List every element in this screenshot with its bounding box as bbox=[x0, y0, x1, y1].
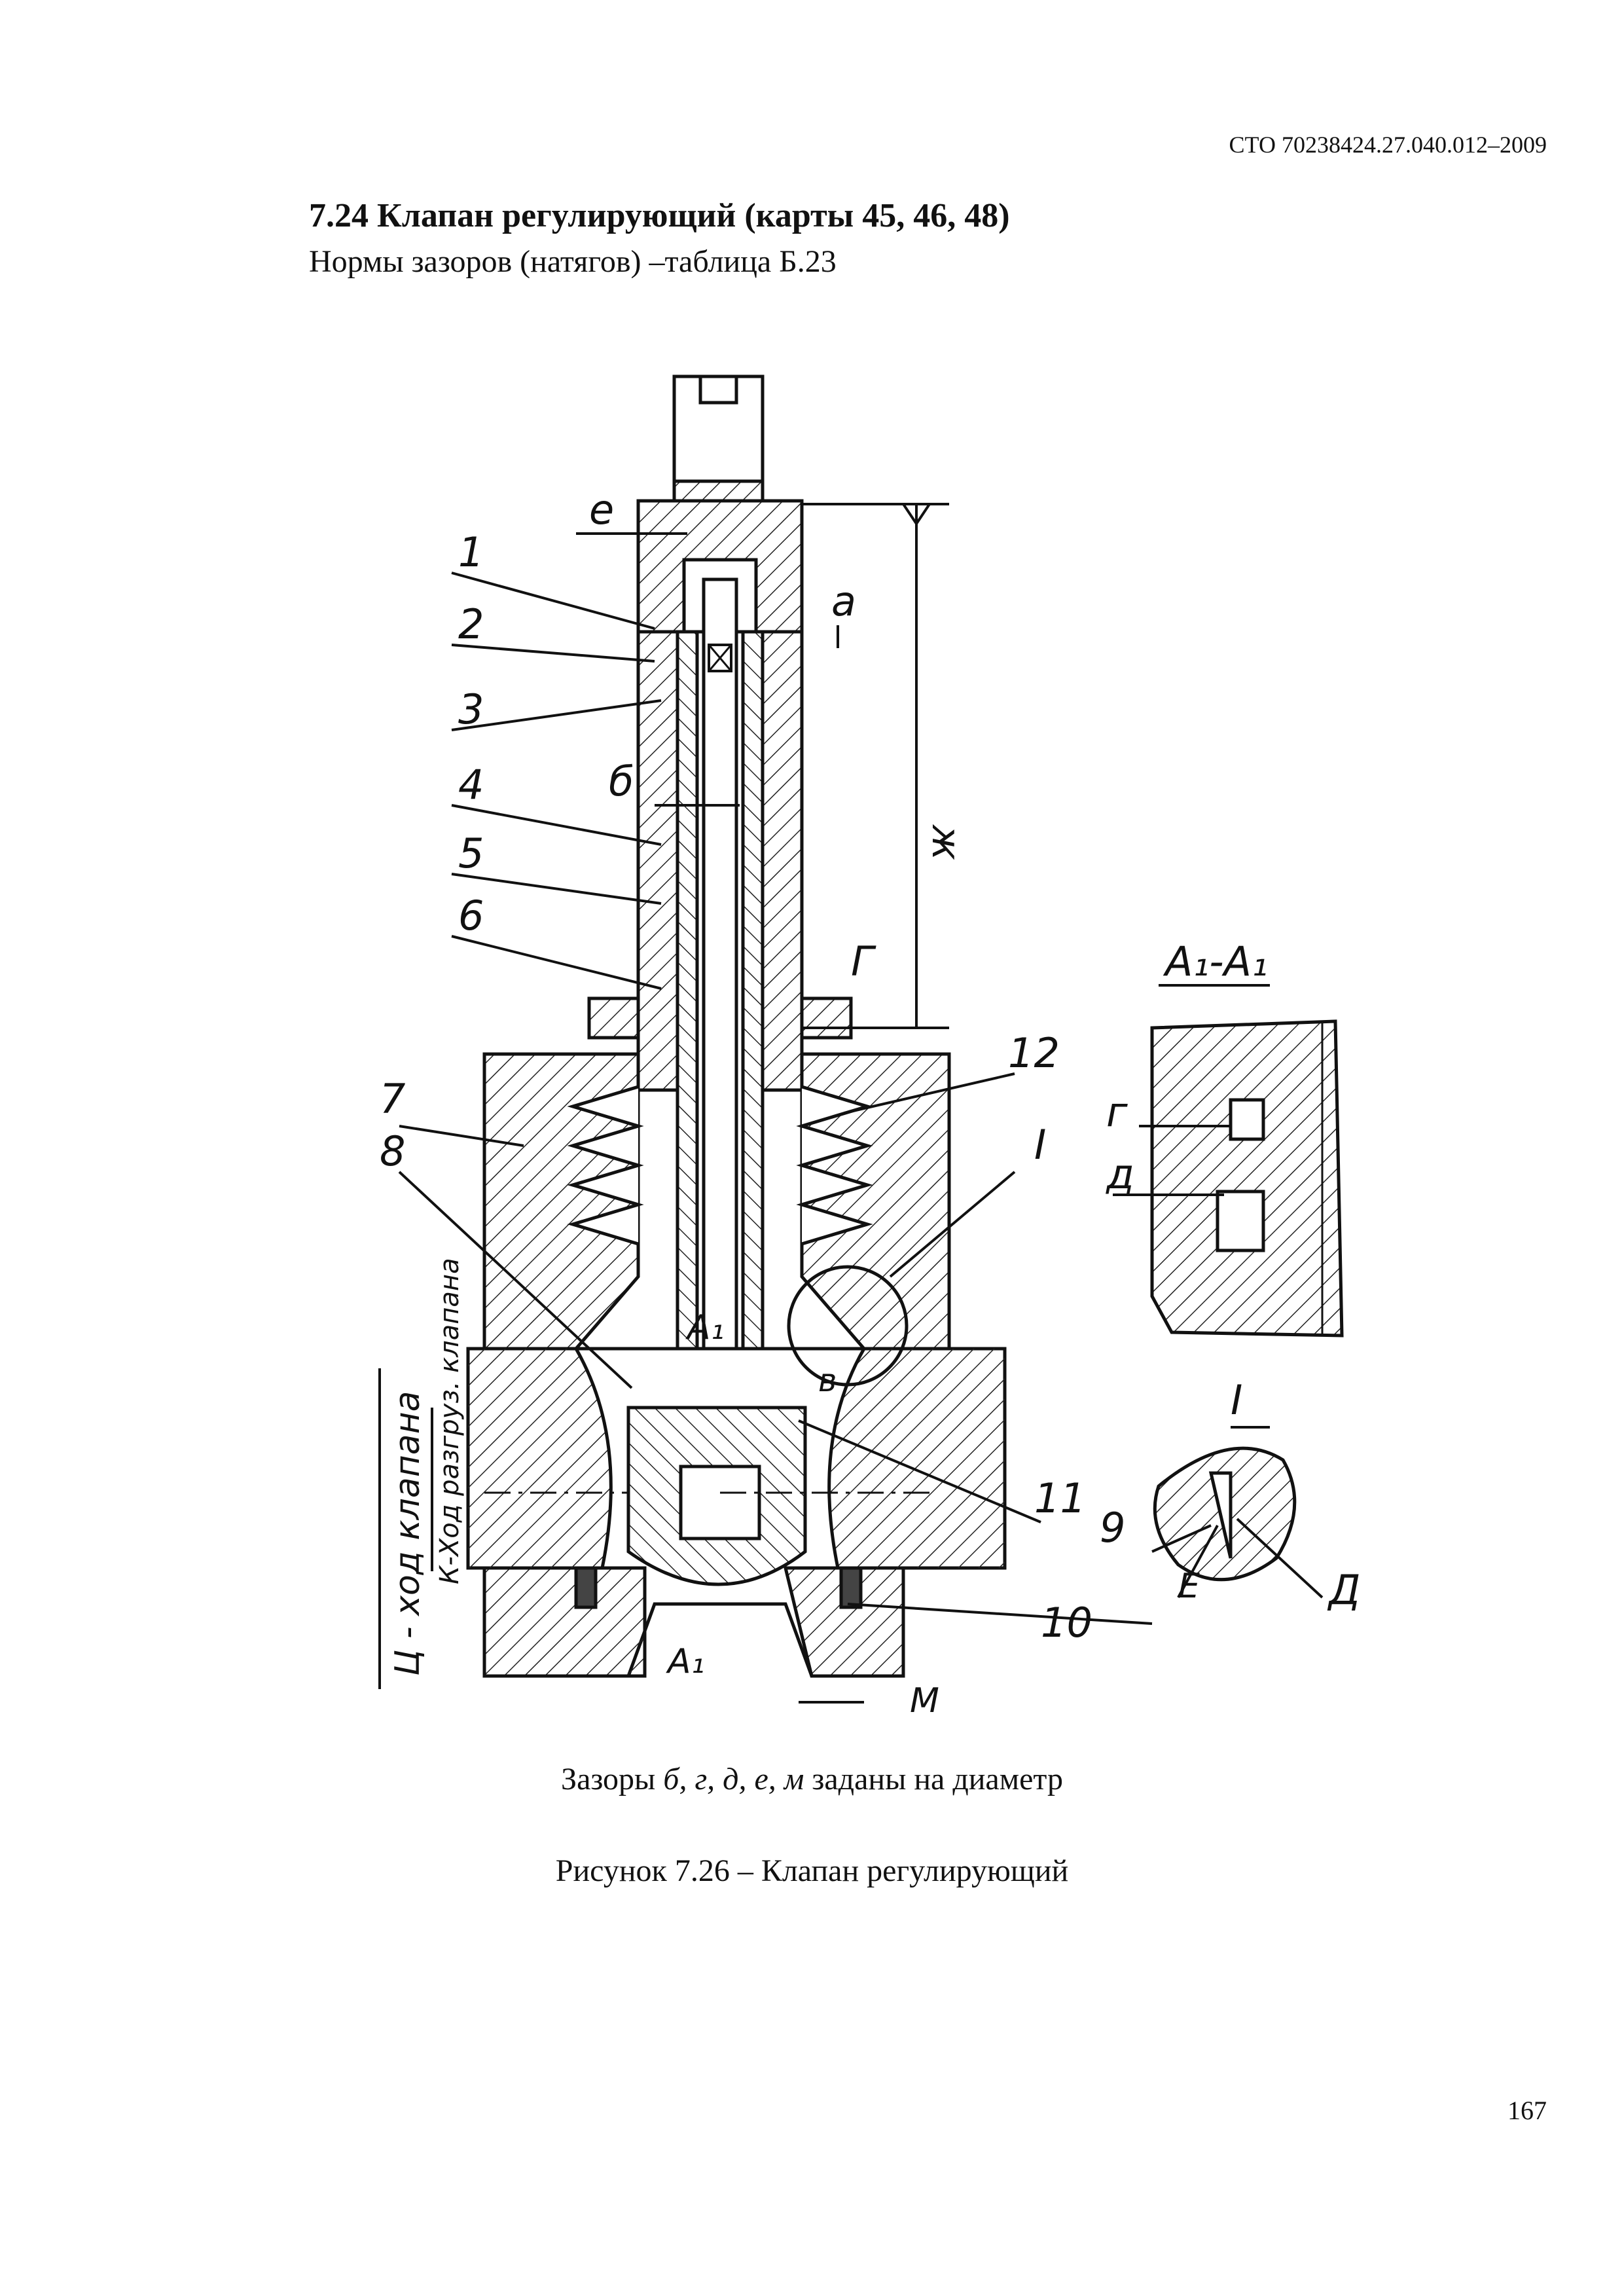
section-title-a1a1: А₁-А₁ bbox=[1163, 938, 1268, 985]
gap-label-e: е bbox=[589, 486, 614, 534]
detail-mark-I: I bbox=[1034, 1121, 1046, 1169]
section-label-a1-bottom: А₁ bbox=[666, 1642, 704, 1681]
detail-title-I: I bbox=[1231, 1376, 1242, 1424]
callout-5: 5 bbox=[458, 829, 484, 877]
callout-6: 6 bbox=[458, 892, 484, 939]
gap-label-D: Д bbox=[1327, 1566, 1360, 1614]
page-number: 167 bbox=[1507, 2096, 1547, 2125]
gap-label-d: д bbox=[1106, 1150, 1134, 1198]
gap-label-E: Е bbox=[1178, 1567, 1200, 1606]
callout-10: 10 bbox=[1041, 1599, 1092, 1647]
note-letters: б, г, д, е, м bbox=[663, 1762, 804, 1796]
callout-11: 11 bbox=[1034, 1474, 1086, 1522]
stroke-label-full: Ц - ход клапана bbox=[388, 1391, 427, 1677]
gap-label-b: б bbox=[609, 757, 634, 805]
figure-caption: Рисунок 7.26 – Клапан регулирующий bbox=[555, 1853, 1069, 1888]
gap-label-v: в bbox=[818, 1362, 837, 1399]
section-title: 7.24 Клапан регулирующий (карты 45, 46, … bbox=[309, 197, 1010, 234]
figure-note: Зазоры б, г, д, е, м заданы на диаметр bbox=[561, 1762, 1063, 1796]
stroke-label-unload: К-Ход разгруз. клапана bbox=[435, 1258, 465, 1584]
section-a1-a1-view bbox=[1150, 1019, 1344, 1338]
detail-I-view bbox=[1153, 1446, 1297, 1582]
main-section-view bbox=[466, 374, 1007, 1678]
gap-label-g: г bbox=[1106, 1088, 1128, 1136]
section-label-a1-top: А₁ bbox=[685, 1308, 724, 1347]
callout-7: 7 bbox=[380, 1075, 405, 1123]
document-code: СТО 70238424.27.040.012–2009 bbox=[1229, 132, 1547, 158]
gap-label-m: М bbox=[910, 1681, 939, 1721]
callout-9: 9 bbox=[1100, 1504, 1125, 1552]
callout-8: 8 bbox=[380, 1127, 405, 1175]
section-subtitle: Нормы зазоров (натягов) –таблица Б.23 bbox=[309, 244, 837, 279]
callout-1: 1 bbox=[458, 528, 484, 576]
gap-label-a: а bbox=[831, 577, 856, 625]
callout-3: 3 bbox=[458, 685, 484, 733]
gap-label-zh: ж bbox=[923, 824, 969, 860]
callout-2: 2 bbox=[458, 600, 484, 648]
callout-4: 4 bbox=[458, 761, 484, 809]
callout-12: 12 bbox=[1008, 1029, 1060, 1077]
gap-label-g-cap: Г bbox=[851, 938, 876, 985]
